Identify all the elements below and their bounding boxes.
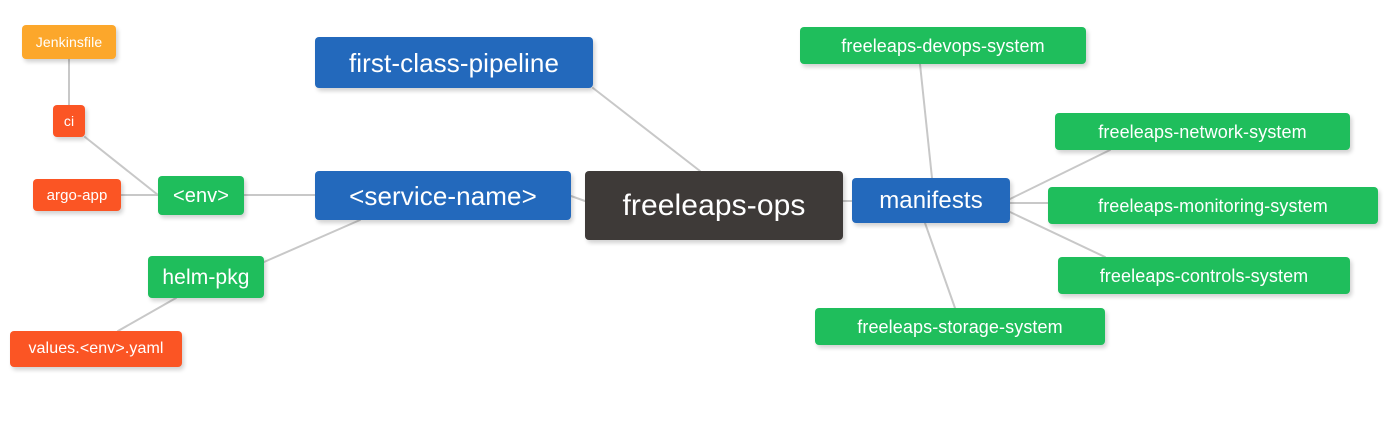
node-service-name[interactable]: <service-name>	[315, 171, 571, 220]
node-first-class-pipeline[interactable]: first-class-pipeline	[315, 37, 593, 88]
node-label-jenkinsfile: Jenkinsfile	[35, 34, 103, 50]
node-freeleaps-ops[interactable]: freeleaps-ops	[585, 171, 843, 240]
edge-helm-pkg-to-values-yaml	[117, 297, 177, 332]
node-label-controls-system: freeleaps-controls-system	[1099, 265, 1309, 286]
node-label-service-name: <service-name>	[349, 180, 537, 211]
edge-manifests-to-devops-system	[919, 63, 933, 179]
node-env[interactable]: <env>	[158, 176, 244, 215]
node-ci[interactable]: ci	[53, 105, 85, 137]
node-label-values-yaml: values.<env>.yaml	[28, 340, 164, 357]
edge-service-name-to-helm-pkg	[263, 219, 361, 263]
node-values-yaml[interactable]: values.<env>.yaml	[10, 331, 182, 367]
node-label-freeleaps-ops: freeleaps-ops	[622, 188, 806, 222]
node-label-argo-app: argo-app	[46, 186, 108, 204]
node-manifests[interactable]: manifests	[852, 178, 1010, 223]
node-helm-pkg[interactable]: helm-pkg	[148, 256, 264, 298]
node-label-monitoring-system: freeleaps-monitoring-system	[1098, 195, 1328, 216]
node-label-network-system: freeleaps-network-system	[1098, 121, 1307, 142]
node-controls-system[interactable]: freeleaps-controls-system	[1058, 257, 1350, 294]
edge-manifests-to-storage-system	[924, 222, 956, 309]
edge-first-class-pipeline-to-freeleaps-ops	[592, 87, 701, 172]
node-label-helm-pkg: helm-pkg	[162, 265, 250, 289]
node-label-first-class-pipeline: first-class-pipeline	[348, 47, 560, 78]
node-label-env: <env>	[172, 184, 230, 207]
node-network-system[interactable]: freeleaps-network-system	[1055, 113, 1350, 150]
node-devops-system[interactable]: freeleaps-devops-system	[800, 27, 1086, 64]
node-jenkinsfile[interactable]: Jenkinsfile	[22, 25, 116, 59]
node-storage-system[interactable]: freeleaps-storage-system	[815, 308, 1105, 345]
edge-service-name-to-freeleaps-ops	[570, 195, 586, 202]
node-label-manifests: manifests	[879, 186, 983, 214]
node-label-devops-system: freeleaps-devops-system	[841, 35, 1045, 56]
node-argo-app[interactable]: argo-app	[33, 179, 121, 211]
node-label-storage-system: freeleaps-storage-system	[857, 316, 1063, 337]
node-monitoring-system[interactable]: freeleaps-monitoring-system	[1048, 187, 1378, 224]
node-label-ci: ci	[63, 113, 75, 129]
